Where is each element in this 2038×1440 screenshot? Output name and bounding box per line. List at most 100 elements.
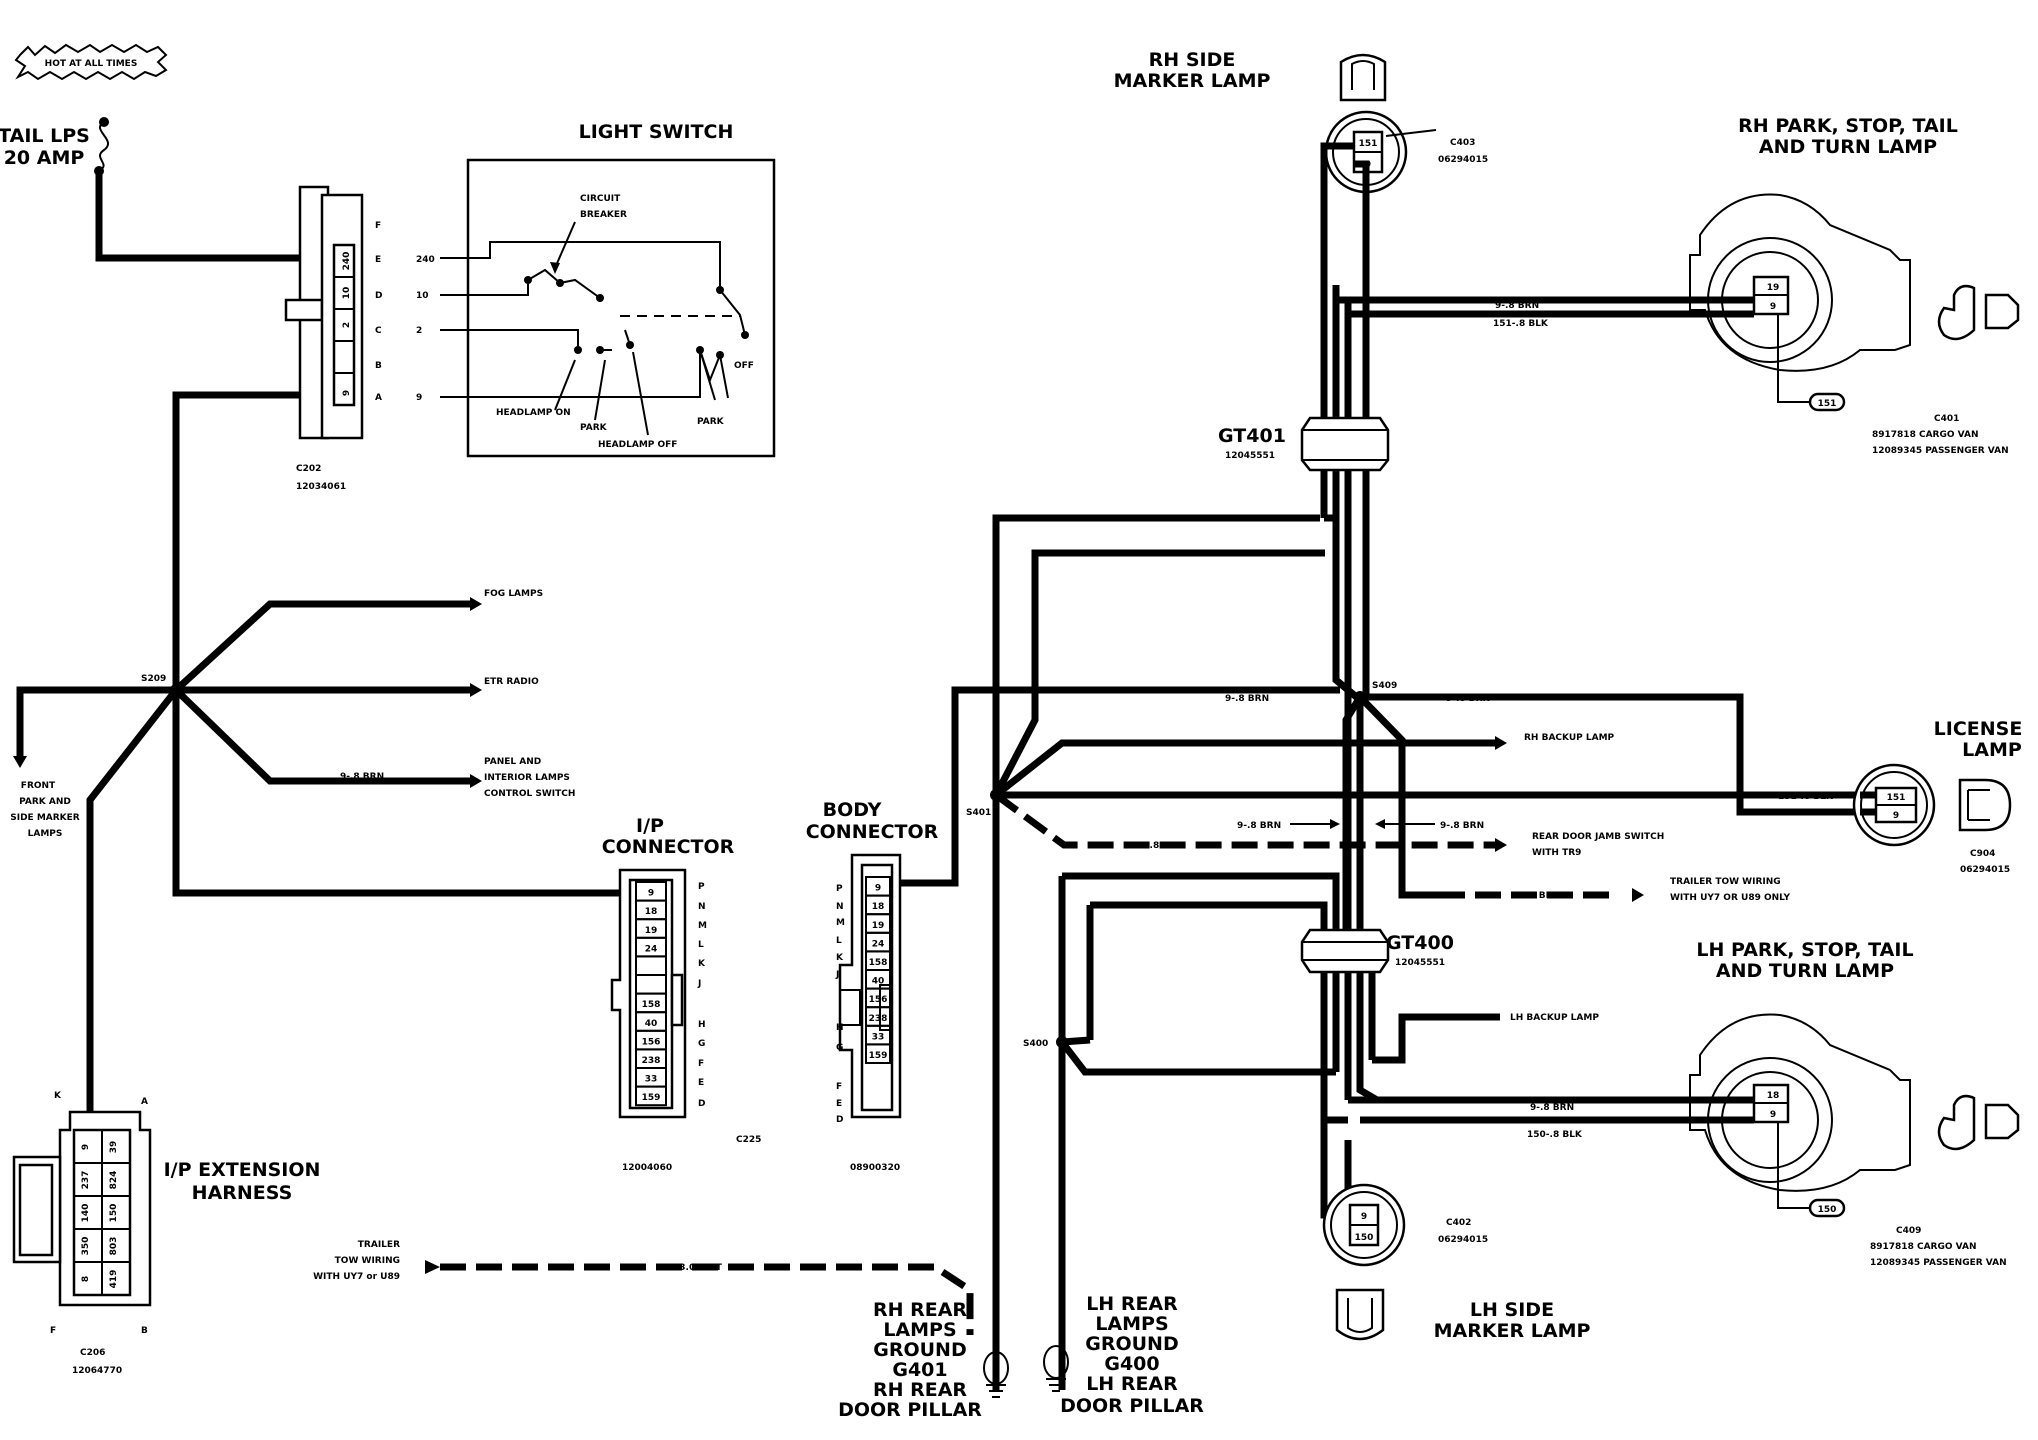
ip-cell: 24 (645, 944, 658, 954)
rh-park-cargo: 8917818 CARGO VAN (1872, 430, 1979, 440)
c206-part: 12064770 (72, 1366, 122, 1376)
dest-front-line4: LAMPS (28, 829, 63, 839)
body-letter: J (835, 970, 839, 980)
body-title-line1: BODY (823, 799, 882, 821)
ls-pin-240: 240 (416, 255, 435, 265)
ip-cell: 238 (642, 1056, 661, 1066)
dest-trailer-out-line1: TRAILER TOW WIRING (1670, 877, 1781, 887)
wire-9-lh-v: 9-.8 BRN (1368, 1006, 1378, 1050)
c206-cell-r3c0: 350 (81, 1237, 91, 1256)
lh-ground-line2: LAMPS (1095, 1313, 1168, 1335)
ip-cell-box (635, 1085, 667, 1107)
license-pin-151: 151 (1887, 793, 1906, 803)
rh-ground-line2: LAMPS (883, 1319, 956, 1341)
ip-letter: P (698, 882, 705, 892)
c206-connector: 9 39 237 824 140 150 350 803 8 419 K A F… (12, 1091, 321, 1376)
body-cell: 9 (875, 884, 881, 894)
c206-name: C206 (80, 1348, 105, 1358)
light-switch: LIGHT SWITCH 240 10 2 9 CIRCUIT BREAKER … (416, 121, 776, 458)
wire-9-s409-right: 9-.8 BRN (1446, 694, 1490, 704)
wire-9-trailer: 9-.8 BRN (1516, 891, 1560, 901)
dest-trailer-in-line2: TOW WIRING (335, 1256, 400, 1266)
ls-park-right: PARK (697, 417, 725, 427)
dest-lh-backup: LH BACKUP LAMP (1510, 1013, 1599, 1023)
hot-at-all-times-badge: HOT AT ALL TIMES (14, 43, 168, 81)
body-letter: L (836, 936, 842, 946)
dest-front-lamps: FRONT PARK AND SIDE MARKER LAMPS (10, 781, 80, 839)
rh-park-title-line1: RH PARK, STOP, TAIL (1738, 115, 1958, 137)
c202-cell-2: 2 (342, 322, 352, 328)
rh-park-callout: 151 (1818, 399, 1837, 409)
c206-corner-a: A (141, 1097, 148, 1107)
wire-150-s400: 150-.8 BLK (1156, 1068, 1212, 1078)
lh-ground-line5: LH REAR (1086, 1373, 1178, 1395)
wire-9-brn-ip: 9-.8 BRN (404, 889, 448, 899)
body-cell: 24 (872, 939, 885, 949)
c206-cell-r0c0: 9 (81, 1144, 91, 1150)
c202-cell-10: 10 (342, 287, 352, 300)
ls-cb-line1: CIRCUIT (580, 194, 621, 204)
body-letter: D (836, 1115, 843, 1125)
wire-9-v2: 9-.8 BRN (1362, 606, 1372, 650)
ip-cell: 159 (642, 1093, 661, 1103)
rh-park-pin-19: 19 (1767, 283, 1780, 293)
wire-9-jamb-r: 9-.8 BRN (1440, 821, 1484, 831)
c206-title-line2: HARNESS (192, 1182, 293, 1204)
dest-front-line2: PARK AND (19, 797, 71, 807)
gt401-part: 12045551 (1225, 451, 1275, 461)
rh-park-conn: C401 (1934, 414, 1959, 424)
c202-letter-a: A (375, 393, 382, 403)
c202-letter-d: D (375, 291, 382, 301)
dest-panel-lamps: PANEL AND INTERIOR LAMPS CONTROL SWITCH (484, 757, 575, 799)
dest-fog-lamps: FOG LAMPS (484, 589, 543, 599)
dest-trailer-out-line2: WITH UY7 OR U89 ONLY (1670, 893, 1790, 903)
c202-connector: 240 10 2 9 F E D C B A C202 12034061 (284, 185, 382, 492)
wire-151-b: 151-.8 BLK (1107, 549, 1163, 559)
ip-title-line2: CONNECTOR (602, 836, 735, 858)
wire-151-lic: 151-.8 BLK (1128, 791, 1184, 801)
wire-150-lh-side: 150-.8 BLK (1320, 1134, 1330, 1190)
body-cell: 33 (872, 1032, 885, 1042)
lh-park-pin-9: 9 (1770, 1110, 1776, 1120)
c206-cell-r2c0: 140 (81, 1204, 91, 1223)
rh-park-title-line2: AND TURN LAMP (1759, 136, 1937, 158)
c206-cell-r2c1: 150 (109, 1204, 119, 1223)
wire-9-rh-park: 9-.8 BRN (1495, 301, 1539, 311)
wire-151-gnd: 151-3.0 BLK (992, 1176, 1002, 1238)
body-cell: 19 (872, 921, 885, 931)
c202-letter-c: C (375, 326, 382, 336)
wire-151-rh-side: 151-.8 BLK (1320, 239, 1330, 295)
body-letter: M (836, 918, 845, 928)
c202-name: C202 (296, 464, 321, 474)
c206-cell-r1c1: 824 (109, 1171, 119, 1190)
c206-corner-f: F (50, 1326, 56, 1336)
dest-trailer-in-line1: TRAILER (358, 1240, 400, 1250)
body-cell: 40 (872, 977, 885, 987)
ip-cell: 156 (642, 1037, 661, 1047)
ip-letter: G (698, 1039, 705, 1049)
lh-park-passenger: 12089345 PASSENGER VAN (1870, 1258, 2007, 1268)
body-part: 08900320 (850, 1163, 900, 1173)
fuse-rating: 20 AMP (4, 147, 85, 169)
gt401-connector: GT401 12045551 (1218, 416, 1390, 472)
c206-title-line1: I/P EXTENSION (164, 1159, 321, 1181)
ip-letter: M (698, 921, 707, 931)
c206-cell-r4c1: 419 (109, 1270, 119, 1289)
gt400-connector: GT400 12045551 (1300, 928, 1454, 974)
splice-s400-label: S400 (1023, 1039, 1048, 1049)
ls-circuit-breaker: CIRCUIT BREAKER (580, 194, 627, 220)
lh-park-title-line2: AND TURN LAMP (1716, 960, 1894, 982)
ip-letter: J (697, 979, 701, 989)
dest-trailer-out: TRAILER TOW WIRING WITH UY7 OR U89 ONLY (1670, 877, 1790, 903)
body-letter: H (836, 1023, 844, 1033)
license-part: 06294015 (1960, 865, 2010, 875)
rh-rear-ground-g401: RH REAR LAMPS GROUND G401 RH REAR DOOR P… (838, 1299, 1009, 1421)
wire-22-wht: 22-3.0 WHT (663, 1263, 723, 1273)
c202-letter-b: B (375, 361, 382, 371)
body-letter: P (836, 884, 843, 894)
ls-pin-9: 9 (416, 393, 422, 403)
lh-park-callout: 150 (1818, 1205, 1837, 1215)
wire-9-brn-s409-left: 9-.8 BRN (1225, 694, 1269, 704)
lh-side-title-line2: MARKER LAMP (1434, 1320, 1591, 1342)
body-letter: N (836, 902, 844, 912)
